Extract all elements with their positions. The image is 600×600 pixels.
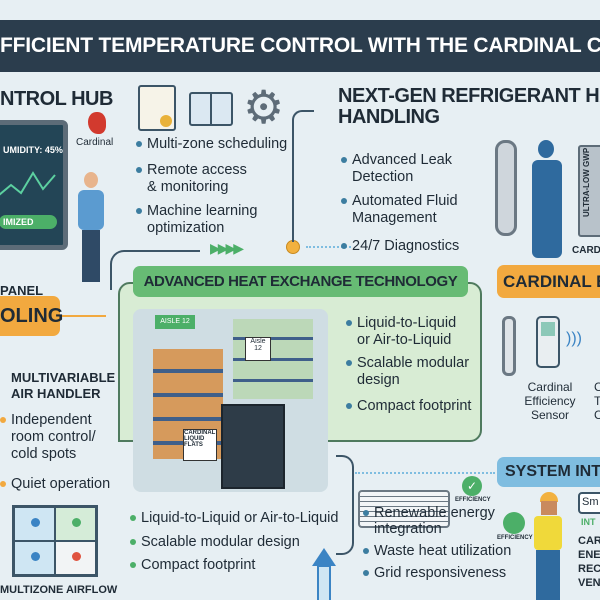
smart-screen: Sm (578, 492, 600, 514)
connector-line (110, 250, 200, 290)
system-bullet: Grid responsiveness (362, 565, 507, 581)
certificate-icon (138, 85, 176, 131)
heat-side-bullet-cont: or Air-to-Liquid (357, 332, 452, 348)
cooling-bullet: Independent (0, 412, 92, 428)
chart-badge-icon (503, 512, 525, 534)
connector-line (292, 110, 314, 242)
cooling-heading: OLING (0, 296, 63, 336)
brand-label: Cardinal (76, 137, 114, 148)
text-line: CAR (578, 535, 600, 547)
system-bullet: Waste heat utilization (362, 543, 512, 559)
system-bullet: Renewable energy (363, 505, 495, 521)
aisle-sign: AISLE 12 (155, 315, 195, 329)
label-line: C (594, 380, 600, 394)
dotted-arrow (306, 246, 351, 248)
heat-side-bullet: Compact footprint (345, 398, 472, 414)
label-line: Cardinal (527, 380, 573, 394)
heat-bottom-bullet: Scalable modular design (130, 534, 300, 550)
cooling-bullet-cont: room control/ (11, 429, 96, 445)
text-line: VEN (578, 577, 600, 589)
title-bar: FFICIENT TEMPERATURE CONTROL WITH THE CA… (0, 20, 600, 72)
flow-arrows-icon: ▶▶▶▶ (210, 240, 244, 256)
label-line: Sensor (530, 408, 570, 422)
panel-label: PANEL (0, 283, 44, 298)
check-badge-icon: ✓ (462, 476, 482, 496)
system-bullet-cont: integration (374, 521, 442, 537)
cooling-bullet: Quiet operation (0, 476, 111, 492)
warehouse-illustration: AISLE 12 Aisle 12 CARDINAL LIQUID FLATS (133, 309, 328, 492)
refrigerant-heading: NEXT-GEN REFRIGERANT HAN (338, 85, 600, 107)
text-line: REC (578, 563, 600, 575)
refrigerant-bullet-cont: Management (352, 210, 437, 226)
refrigerant-bullet-cont: Detection (352, 169, 414, 185)
unit-label: ULTRA-LOW GWP (582, 147, 591, 217)
cooling-bullet-cont: cold spots (11, 446, 77, 462)
wrench-icon (495, 140, 517, 236)
connector-line (336, 455, 354, 555)
book-icon (189, 92, 233, 126)
technician-illustration (76, 172, 106, 282)
heat-bottom-bullet: Compact footprint (129, 557, 256, 573)
up-arrow-head (312, 548, 336, 566)
dotted-line (355, 472, 495, 474)
wrench-icon (502, 316, 516, 376)
signal-icon: ))) (566, 330, 582, 347)
efficiency-sensor-icon (536, 316, 560, 368)
hub-bullet: Multi-zone scheduling (135, 136, 288, 152)
trend-chart-icon (0, 171, 56, 196)
ac-unit-icon (358, 490, 450, 528)
heat-side-bullet-cont: design (357, 372, 400, 388)
gear-icon: ⚙ (243, 81, 285, 133)
cardinal-eff-heading: CARDINAL EF (497, 265, 600, 298)
label-line: T (594, 394, 600, 408)
hub-bullet: Machine learning (135, 203, 258, 219)
up-arrow-icon (317, 565, 331, 600)
int-label: INT (581, 517, 596, 527)
box-sign: CARDINAL LIQUID FLATS (183, 429, 217, 461)
efficiency-badge-label: EFFICIENCY (455, 497, 491, 503)
refrigerant-bullet: Advanced Leak (341, 152, 452, 168)
multizone-label: MULTIZONE AIRFLOW (0, 584, 118, 596)
refrigerant-heading-2: HANDLING (338, 106, 440, 128)
unit-caption: CARDI (572, 245, 600, 256)
arrow-right-icon (62, 315, 106, 317)
heat-exchange-heading: ADVANCED HEAT EXCHANGE TECHNOLOGY (133, 266, 468, 297)
worker-illustration (530, 492, 566, 600)
multizone-diagram (12, 505, 98, 577)
cardinal-bird-icon (88, 112, 106, 134)
hub-bullet-cont: optimization (147, 220, 225, 236)
refrigerant-unit: ULTRA-LOW GWP (578, 145, 600, 237)
label-line: C (594, 408, 600, 422)
bullet-text: MULTIVARIABLE (11, 370, 116, 385)
hub-bullet: Remote access (136, 162, 247, 178)
refrigerant-bullet: 24/7 Diagnostics (340, 238, 460, 254)
system-int-heading: SYSTEM INTE (497, 457, 600, 487)
technician-illustration (528, 140, 568, 258)
bullet-text: AIR HANDLER (11, 386, 101, 401)
control-hub-heading: NTROL HUB (0, 88, 113, 110)
monitor-illustration: UMIDITY: 45% IMIZED (0, 120, 68, 250)
refrigerant-bullet: Automated Fluid (341, 193, 458, 209)
status-optimized: IMIZED (0, 215, 57, 229)
heat-bottom-bullet: Liquid-to-Liquid or Air-to-Liquid (129, 510, 339, 526)
heat-side-bullet: Scalable modular (345, 355, 470, 371)
label-line: Efficiency (524, 394, 576, 408)
efficiency-badge-label: EFFICIENCY (497, 535, 533, 541)
connector-dot (286, 240, 300, 254)
aisle-tag: Aisle 12 (245, 337, 271, 361)
system-side-text: CAR ENE REC VEN (578, 534, 600, 590)
hub-bullet-cont: & monitoring (147, 179, 229, 195)
server-rack-icon (221, 404, 285, 489)
humidity-reading: UMIDITY: 45% (3, 145, 63, 155)
text-line: ENE (578, 549, 600, 561)
heat-side-bullet: Liquid-to-Liquid (345, 315, 457, 331)
page-title: FFICIENT TEMPERATURE CONTROL WITH THE CA… (0, 34, 600, 57)
